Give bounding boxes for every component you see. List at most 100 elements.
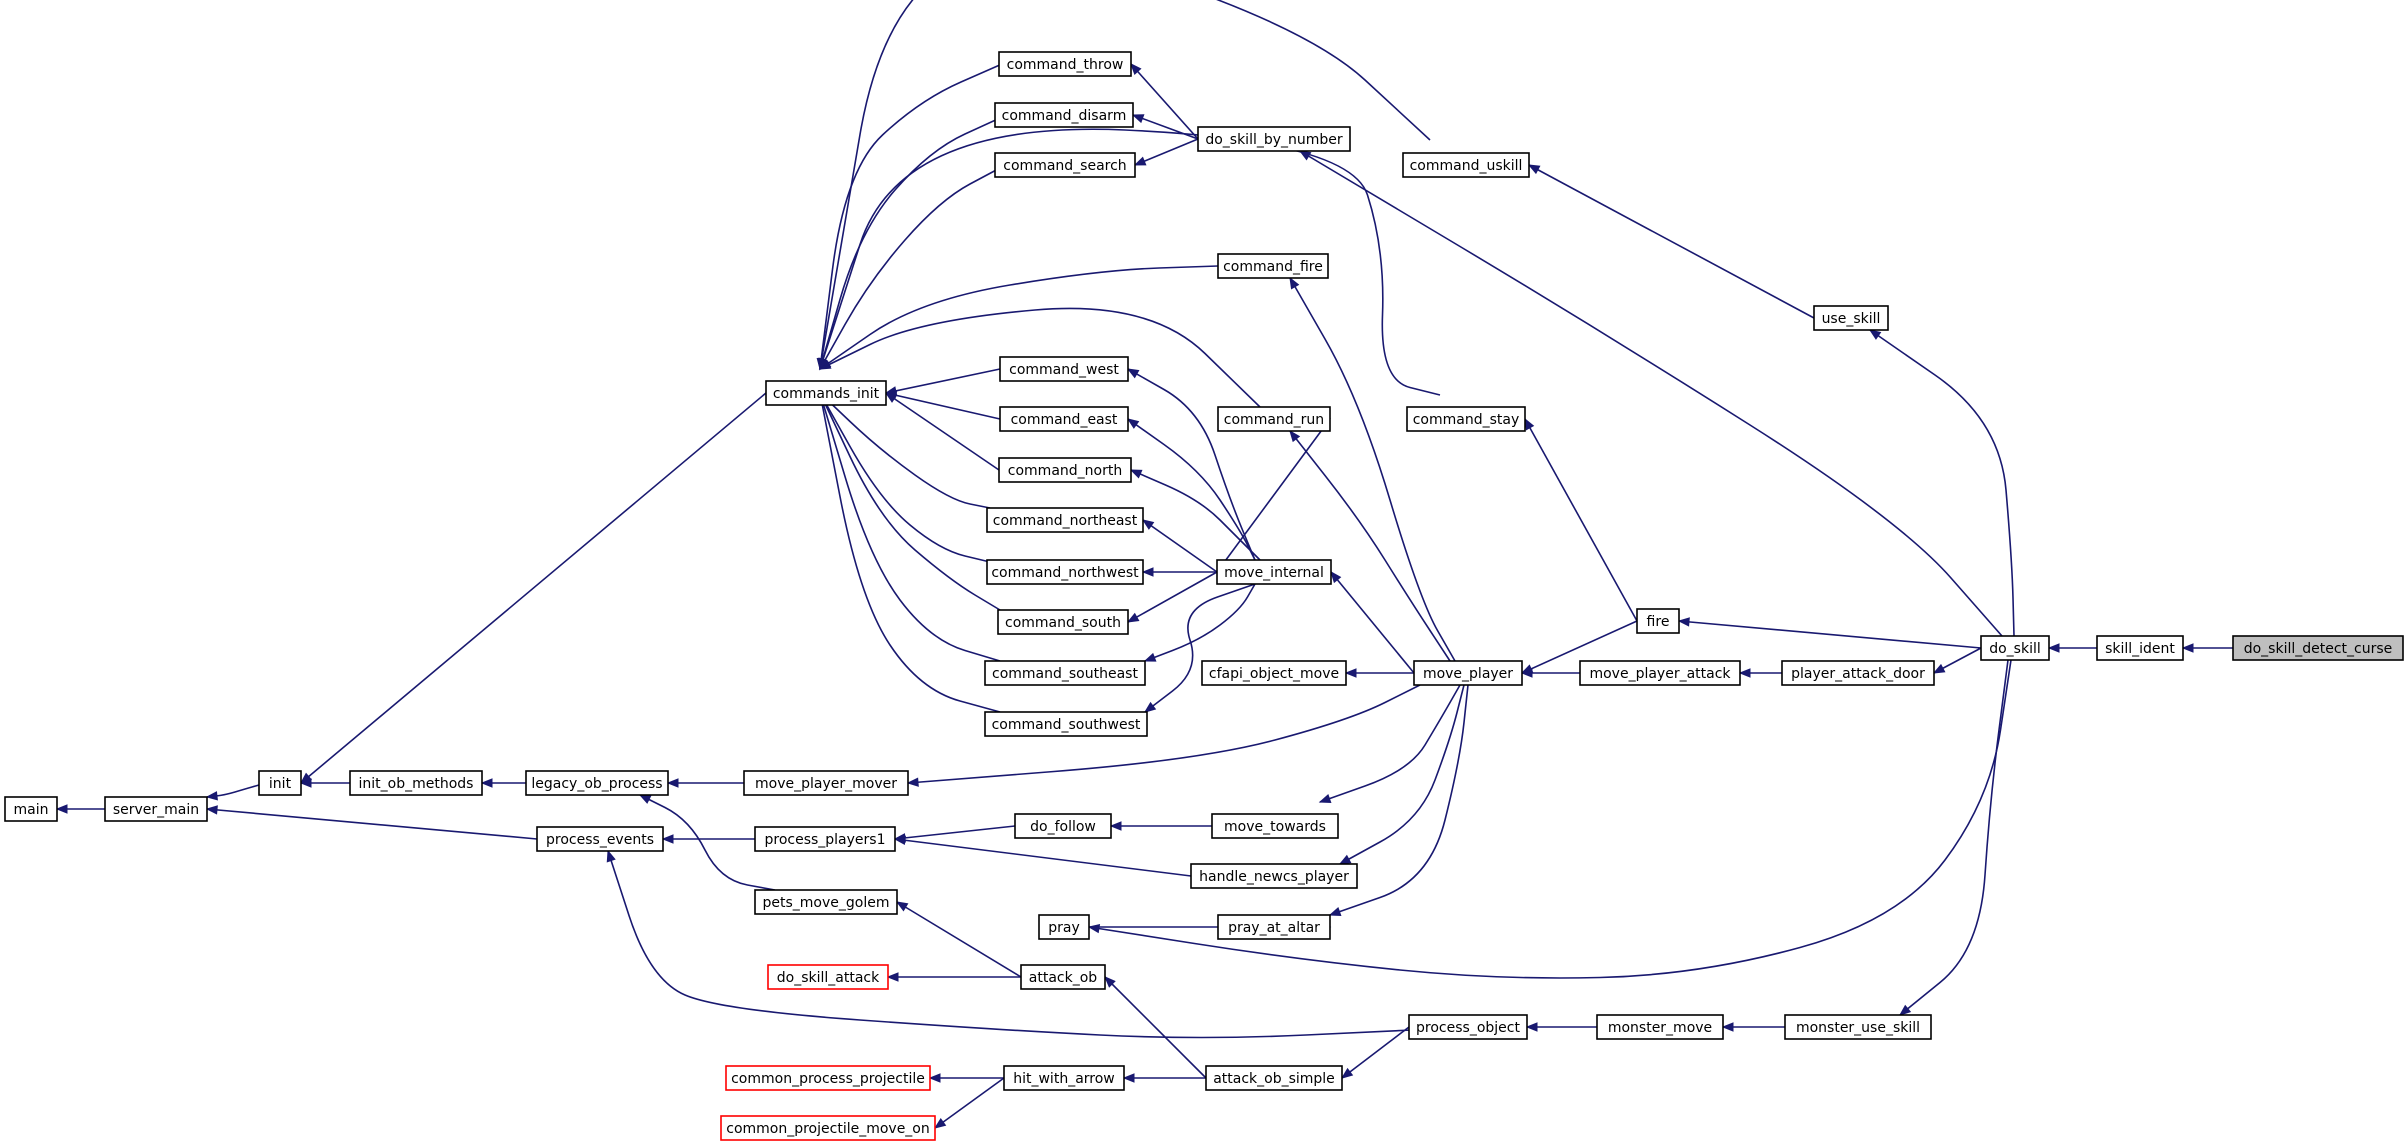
node-command_northeast[interactable]: command_northeast <box>986 507 1144 533</box>
node-command_stay[interactable]: command_stay <box>1406 406 1526 432</box>
node-do_skill_detect_curse[interactable]: do_skill_detect_curse <box>2232 635 2404 661</box>
node-label: monster_use_skill <box>1796 1020 1920 1036</box>
edge-move_player_attack-to-player_attack_door <box>1738 668 1782 678</box>
node-label: common_projectile_move_on <box>726 1121 930 1137</box>
node-skill_ident[interactable]: skill_ident <box>2096 635 2184 661</box>
edge-commands_init-to-command_southwest <box>817 391 1001 713</box>
node-box <box>1217 406 1331 432</box>
node-legacy_ob_process[interactable]: legacy_ob_process <box>525 770 669 796</box>
node-player_attack_door[interactable]: player_attack_door <box>1781 660 1935 686</box>
node-label: pets_move_golem <box>763 895 890 911</box>
node-box <box>720 1115 936 1141</box>
node-box <box>1579 660 1741 686</box>
node-main[interactable]: main <box>4 796 58 822</box>
node-label: command_southeast <box>992 666 1138 682</box>
node-label: do_skill_attack <box>777 970 880 986</box>
node-common_process_projectile[interactable]: common_process_projectile <box>725 1065 931 1091</box>
edge-commands_init-to-command_search <box>819 167 1001 371</box>
node-do_skill_by_number[interactable]: do_skill_by_number <box>1197 126 1351 152</box>
node-process_events[interactable]: process_events <box>536 826 664 852</box>
node-command_run[interactable]: command_run <box>1217 406 1331 432</box>
node-move_towards[interactable]: move_towards <box>1211 813 1339 839</box>
edge-move_player-to-move_player_attack <box>1520 668 1580 678</box>
node-label: process_object <box>1416 1020 1520 1036</box>
node-move_player_mover[interactable]: move_player_mover <box>743 770 909 796</box>
node-move_internal[interactable]: move_internal <box>1216 559 1332 585</box>
node-attack_ob_simple[interactable]: attack_ob_simple <box>1205 1065 1343 1091</box>
node-command_south[interactable]: command_south <box>997 609 1129 635</box>
node-label: handle_newcs_player <box>1199 869 1349 885</box>
node-command_west[interactable]: command_west <box>999 356 1129 382</box>
node-pray[interactable]: pray <box>1038 914 1090 940</box>
node-label: commands_init <box>773 386 880 402</box>
node-init[interactable]: init <box>258 770 302 796</box>
node-init_ob_methods[interactable]: init_ob_methods <box>349 770 483 796</box>
node-fire[interactable]: fire <box>1636 608 1680 634</box>
node-label: move_towards <box>1224 819 1326 835</box>
node-box <box>2096 635 2184 661</box>
node-command_throw[interactable]: command_throw <box>998 51 1132 77</box>
node-use_skill[interactable]: use_skill <box>1813 305 1889 331</box>
node-monster_move[interactable]: monster_move <box>1596 1014 1724 1040</box>
edge-do_skill_attack-to-attack_ob <box>886 972 1021 982</box>
node-command_uskill[interactable]: command_uskill <box>1402 152 1530 178</box>
node-box <box>994 102 1134 128</box>
edge-command_south-to-move_internal <box>1126 571 1218 623</box>
node-box <box>999 356 1129 382</box>
node-do_follow[interactable]: do_follow <box>1014 813 1112 839</box>
node-command_northwest[interactable]: command_northwest <box>986 559 1144 585</box>
node-box <box>1003 1065 1125 1091</box>
edge-hit_with_arrow-to-attack_ob_simple <box>1122 1073 1206 1083</box>
node-label: do_skill <box>1989 641 2041 657</box>
node-do_skill_attack[interactable]: do_skill_attack <box>767 964 889 990</box>
edge-do_skill_by_number-to-do_skill <box>1298 150 2003 637</box>
node-monster_use_skill[interactable]: monster_use_skill <box>1784 1014 1932 1040</box>
node-command_southeast[interactable]: command_southeast <box>984 660 1146 686</box>
node-box <box>767 964 889 990</box>
node-command_search[interactable]: command_search <box>994 152 1136 178</box>
node-pets_move_golem[interactable]: pets_move_golem <box>754 889 898 915</box>
node-box <box>1217 253 1329 279</box>
edge-legacy_ob_process-to-move_player_mover <box>666 778 744 788</box>
edge-command_uskill-to-use_skill <box>1527 164 1815 319</box>
node-move_player[interactable]: move_player <box>1413 660 1523 686</box>
edge-server_main-to-init <box>205 784 260 801</box>
edge-monster_use_skill-to-do_skill <box>1898 659 2009 1016</box>
edge-command_west-to-move_internal <box>1126 368 1256 561</box>
edge-command_stay-to-fire <box>1524 417 1638 622</box>
node-box <box>754 826 896 852</box>
edge-init-to-commands_init <box>299 392 767 784</box>
node-label: command_north <box>1008 463 1122 479</box>
node-label: main <box>14 802 49 818</box>
node-label: process_players1 <box>764 832 885 848</box>
node-box <box>1406 406 1526 432</box>
node-do_skill[interactable]: do_skill <box>1980 635 2050 661</box>
node-attack_ob[interactable]: attack_ob <box>1020 964 1106 990</box>
node-command_southwest[interactable]: command_southwest <box>984 711 1148 737</box>
node-handle_newcs_player[interactable]: handle_newcs_player <box>1190 863 1358 889</box>
node-process_object[interactable]: process_object <box>1408 1014 1528 1040</box>
node-command_east[interactable]: command_east <box>999 406 1129 432</box>
node-command_disarm[interactable]: command_disarm <box>994 102 1134 128</box>
node-command_fire[interactable]: command_fire <box>1217 253 1329 279</box>
edge-command_throw-to-do_skill_by_number <box>1130 62 1199 140</box>
node-server_main[interactable]: server_main <box>104 796 208 822</box>
node-process_players1[interactable]: process_players1 <box>754 826 896 852</box>
edge-fire-to-do_skill <box>1677 617 1982 649</box>
edge-command_east-to-move_internal <box>1126 418 1256 561</box>
node-label: command_west <box>1009 362 1119 378</box>
node-box <box>1197 126 1351 152</box>
edge-pray_at_altar-to-move_player <box>1328 684 1469 917</box>
node-label: skill_ident <box>2105 641 2175 657</box>
node-cfapi_object_move[interactable]: cfapi_object_move <box>1201 660 1347 686</box>
node-common_projectile_move_on[interactable]: common_projectile_move_on <box>720 1115 936 1141</box>
edge-commands_init-to-command_west <box>884 368 1001 396</box>
node-label: process_events <box>546 832 654 848</box>
node-move_player_attack[interactable]: move_player_attack <box>1579 660 1741 686</box>
node-label: common_process_projectile <box>731 1071 925 1087</box>
node-pray_at_altar[interactable]: pray_at_altar <box>1217 914 1331 940</box>
node-hit_with_arrow[interactable]: hit_with_arrow <box>1003 1065 1125 1091</box>
edge-process_players1-to-do_follow <box>893 825 1016 843</box>
node-command_north[interactable]: command_north <box>998 457 1132 483</box>
node-commands_init[interactable]: commands_init <box>765 380 887 406</box>
